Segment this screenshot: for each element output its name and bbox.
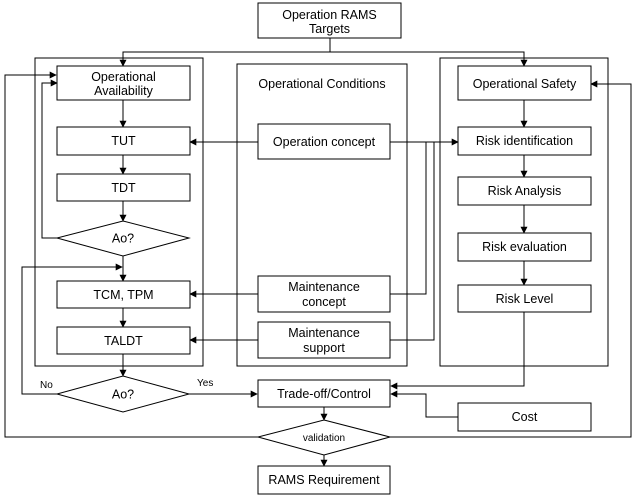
maintenance-concept-line-2: concept — [302, 295, 346, 309]
maintenance-concept-line-1: Maintenance — [288, 280, 360, 294]
tut-label: TUT — [111, 134, 136, 148]
taldt-box: TALDT — [56, 326, 191, 355]
edge-ao1-loop-back — [41, 79, 58, 239]
validation-label: validation — [303, 433, 345, 444]
operational-safety-label: Operational Safety — [473, 77, 577, 91]
risk-level-label: Risk Level — [496, 292, 554, 306]
operation-concept-label: Operation concept — [273, 135, 376, 149]
ao-decision-1-label: Ao? — [112, 232, 134, 246]
risk-analysis-box: Risk Analysis — [457, 176, 592, 206]
edge-ao2-no-loop — [21, 263, 123, 395]
cost-box: Cost — [457, 402, 592, 432]
tcm-tpm-box: TCM, TPM — [56, 280, 191, 309]
tdt-box: TDT — [56, 173, 191, 202]
taldt-label: TALDT — [104, 334, 143, 348]
availability-group-frame — [34, 57, 204, 367]
tcm-tpm-label: TCM, TPM — [93, 288, 153, 302]
ao-decision-2-label: Ao? — [112, 388, 134, 402]
validation-decision: validation — [256, 419, 392, 456]
operational-availability-line-1: Operational — [91, 70, 156, 84]
edge-targets-to-availability — [119, 38, 331, 67]
rams-requirement-box: RAMS Requirement — [257, 465, 391, 495]
operation-concept-box: Operation concept — [257, 123, 391, 160]
tdt-label: TDT — [111, 181, 136, 195]
rams-targets-line-1: Operation RAMS — [282, 8, 376, 22]
risk-identification-label: Risk identification — [476, 134, 573, 148]
cost-label: Cost — [512, 410, 538, 424]
risk-evaluation-label: Risk evaluation — [482, 240, 567, 254]
risk-level-box: Risk Level — [457, 284, 592, 313]
maintenance-support-box: Maintenance support — [257, 321, 391, 359]
conditions-group-frame — [236, 63, 408, 367]
maintenance-support-line-2: support — [303, 341, 345, 355]
edge-maintsupport-to-riskid — [390, 142, 435, 341]
operational-conditions-heading: Operational Conditions — [258, 77, 385, 91]
edge-cost-to-tradeoff — [390, 390, 458, 418]
connectors — [4, 38, 632, 467]
edge-maintconcept-to-riskid — [390, 142, 427, 295]
rams-targets-line-2: Targets — [309, 22, 350, 36]
edge-validation-to-safety — [390, 80, 632, 438]
edge-risklevel-to-tradeoff — [390, 312, 525, 390]
maintenance-concept-box: Maintenance concept — [257, 275, 391, 313]
yes-edge-label: Yes — [197, 378, 213, 389]
maintenance-support-line-1: Maintenance — [288, 326, 360, 340]
trade-off-control-label: Trade-off/Control — [277, 387, 371, 401]
trade-off-control-box: Trade-off/Control — [257, 379, 391, 408]
risk-analysis-label: Risk Analysis — [488, 184, 562, 198]
no-edge-label: No — [40, 380, 53, 391]
operational-availability-line-2: Availability — [94, 84, 154, 98]
risk-identification-box: Risk identification — [457, 126, 592, 156]
tut-box: TUT — [56, 126, 191, 156]
ao-decision-2: Ao? — [55, 375, 191, 413]
edge-targets-to-safety — [330, 51, 528, 67]
operational-safety-box: Operational Safety — [457, 65, 592, 101]
ao-decision-1: Ao? — [55, 220, 191, 257]
rams-requirement-label: RAMS Requirement — [268, 473, 380, 487]
edge-validation-to-availability — [4, 71, 258, 438]
operational-availability-box: Operational Availability — [56, 65, 191, 101]
rams-targets-box: Operation RAMS Targets — [257, 2, 402, 39]
risk-evaluation-box: Risk evaluation — [457, 232, 592, 262]
